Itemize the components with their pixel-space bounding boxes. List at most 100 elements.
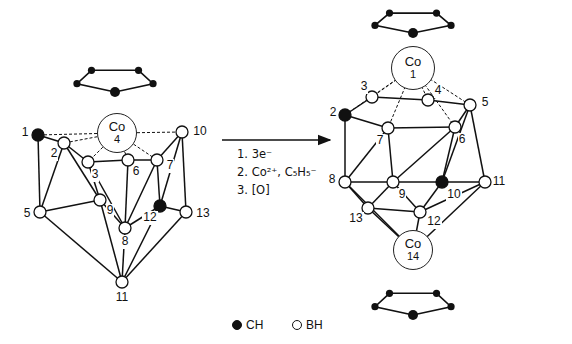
cage-bond xyxy=(388,127,455,128)
vertex-number: 8 xyxy=(328,173,337,186)
legend-entry: BH xyxy=(292,318,323,332)
vertex-number: 2 xyxy=(329,106,338,119)
vertex-number: 6 xyxy=(132,165,141,178)
vertex-number: 14 xyxy=(407,251,419,263)
vertex-number: 12 xyxy=(142,211,157,224)
ch-vertex xyxy=(339,109,351,121)
bh-vertex xyxy=(422,94,434,106)
cage-bond xyxy=(88,162,125,228)
cage-bond xyxy=(40,200,100,212)
vertex-number: 9 xyxy=(398,188,407,201)
bh-vertex xyxy=(387,176,399,188)
cage-bond xyxy=(345,115,388,128)
vertex-number: 1 xyxy=(21,126,30,139)
bh-vertex xyxy=(176,126,188,138)
bh-vertex xyxy=(479,176,491,188)
legend-entry: CH xyxy=(232,318,263,332)
metal-atom: Co4 xyxy=(97,113,137,153)
vertex-number: 12 xyxy=(426,215,441,228)
vertex-number: 10 xyxy=(446,188,461,201)
ring-carbon xyxy=(386,10,393,17)
ring-carbon xyxy=(433,290,440,297)
bh-vertex xyxy=(119,222,131,234)
cage-bond xyxy=(442,105,470,182)
cage-bond xyxy=(372,97,428,100)
bh-vertex xyxy=(122,154,134,166)
ring-carbon xyxy=(110,87,120,97)
ring-carbon xyxy=(135,67,142,74)
bh-vertex xyxy=(382,122,394,134)
bh-vertex xyxy=(180,206,192,218)
cage-bond xyxy=(345,181,393,183)
legend-text: CH xyxy=(246,318,263,332)
bh-vertex xyxy=(151,154,163,166)
cage-bond xyxy=(388,128,393,182)
cage-bond xyxy=(345,128,388,182)
legend-swatch xyxy=(232,320,242,330)
ch-vertex xyxy=(32,129,44,141)
cage-bond xyxy=(157,160,160,206)
cage-bond xyxy=(100,200,122,282)
reaction-arrow xyxy=(222,139,330,141)
vertex-number: 6 xyxy=(458,133,467,146)
vertex-number: 11 xyxy=(492,175,506,188)
ring-carbon xyxy=(386,290,393,297)
ch-vertex xyxy=(436,176,448,188)
cage-bond xyxy=(40,212,122,282)
cage-bond xyxy=(160,132,182,206)
ring-group xyxy=(73,67,156,97)
ring-carbon xyxy=(447,22,454,29)
vertex-number: 3 xyxy=(360,80,369,93)
vertex-number: 11 xyxy=(115,291,129,304)
vertex-number: 1 xyxy=(410,69,416,81)
element-symbol: Co xyxy=(109,120,126,134)
vertex-number: 8 xyxy=(121,235,130,248)
bh-vertex xyxy=(34,206,46,218)
ring-group xyxy=(371,290,454,320)
element-symbol: Co xyxy=(405,237,422,251)
cage-bond xyxy=(368,208,420,212)
ring-carbon xyxy=(88,67,95,74)
ring-carbon xyxy=(371,303,378,310)
reaction-condition: 3. [O] xyxy=(236,184,271,197)
legend-text: BH xyxy=(306,318,323,332)
vertex-number: 3 xyxy=(91,168,100,181)
vertex-number: 4 xyxy=(114,134,120,146)
ring-carbon xyxy=(433,10,440,17)
bh-vertex xyxy=(94,194,106,206)
element-symbol: Co xyxy=(405,55,422,69)
ring-carbon xyxy=(408,28,418,38)
cage-bond xyxy=(442,127,455,182)
ring-carbon xyxy=(149,80,156,87)
bh-vertex xyxy=(116,276,128,288)
ring-carbon xyxy=(371,22,378,29)
cage-bond xyxy=(393,181,442,183)
cage-bond xyxy=(40,143,64,212)
bh-vertex xyxy=(58,137,70,149)
vertex-number: 2 xyxy=(50,147,59,160)
ring-carbon xyxy=(447,303,454,310)
vertex-number: 10 xyxy=(192,125,207,138)
metal-atom: Co14 xyxy=(393,230,433,270)
reaction-condition: 2. Co²⁺, C₅H₅⁻ xyxy=(236,166,318,179)
vertex-number: 7 xyxy=(166,159,175,172)
bh-vertex xyxy=(414,206,426,218)
vertex-number: 4 xyxy=(434,84,443,97)
cage-bond xyxy=(64,143,100,200)
cage-bond xyxy=(125,160,128,228)
vertex-number: 5 xyxy=(23,207,32,220)
metal-atom: Co1 xyxy=(391,46,435,90)
cage-bond xyxy=(38,135,40,212)
vertex-number: 7 xyxy=(376,134,385,147)
cage-bond xyxy=(182,132,186,212)
vertex-number: 5 xyxy=(481,96,490,109)
bh-vertex xyxy=(362,202,374,214)
cage-bond xyxy=(470,105,485,182)
vertex-number: 13 xyxy=(348,212,363,225)
ring-carbon xyxy=(73,80,80,87)
ring-carbon xyxy=(408,310,418,320)
bh-vertex xyxy=(82,156,94,168)
bh-vertex xyxy=(449,121,461,133)
cage-bond xyxy=(420,182,485,212)
